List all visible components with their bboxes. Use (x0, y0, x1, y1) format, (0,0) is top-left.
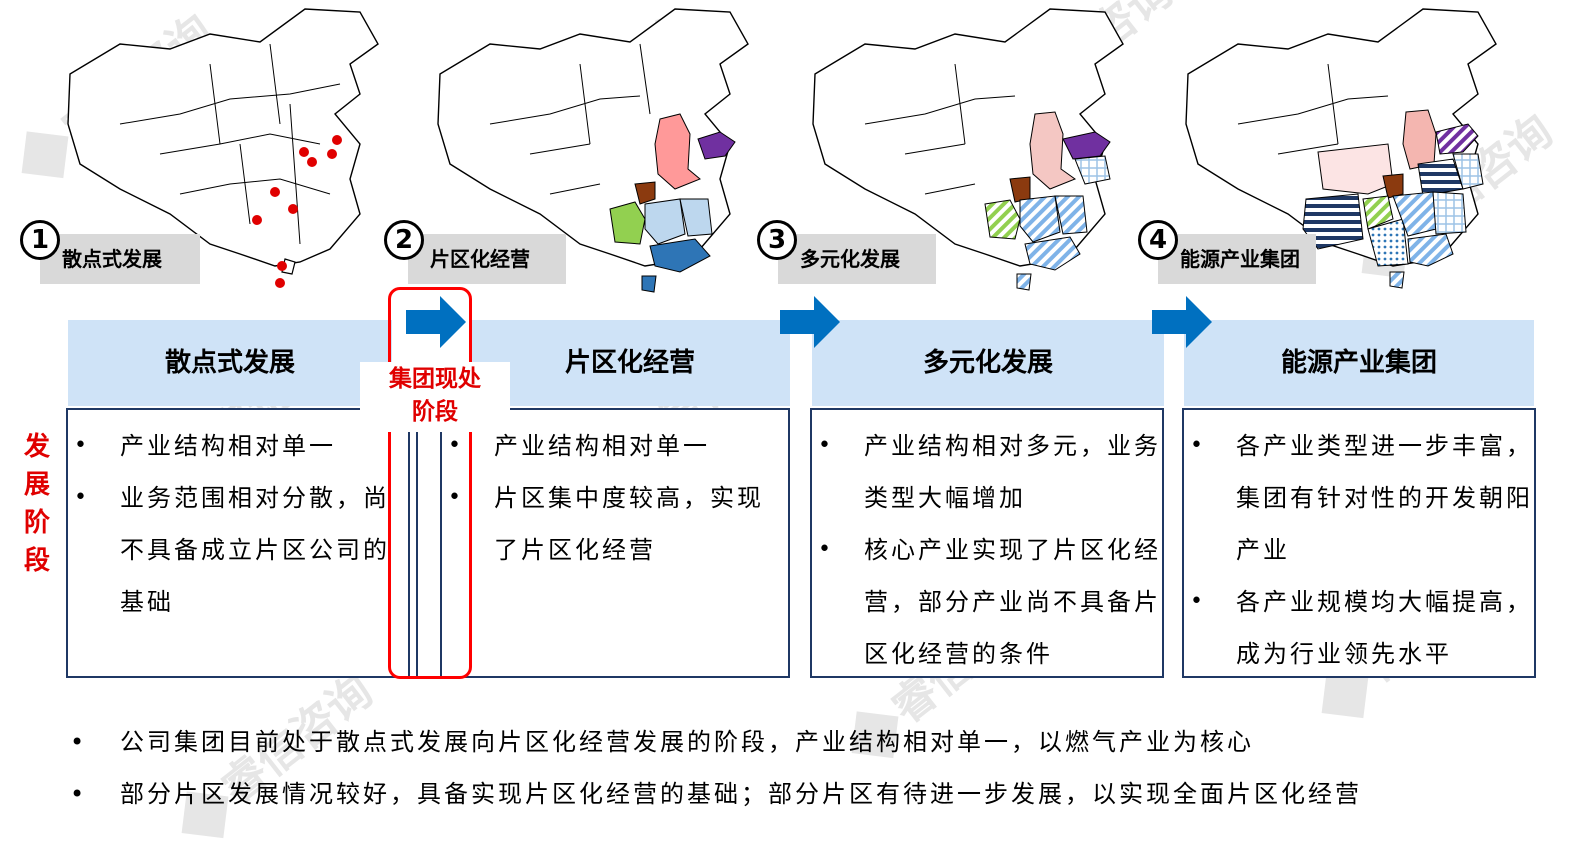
list-item: •各产业规模均大幅提高，成为行业领先水平 (1190, 588, 1533, 668)
summary-item: •公司集团目前处于散点式发展向片区化经营发展的阶段，产业结构相对单一，以燃气产业… (70, 728, 1254, 756)
stage-number-1: 1 (20, 220, 60, 260)
list-item: •核心产业实现了片区化经营，部分产业尚不具备片区化经营的条件 (818, 536, 1161, 668)
stage-header-2: 片区化经营 (470, 320, 790, 406)
map-dot (277, 261, 287, 271)
divider (416, 408, 418, 678)
list-item: •产业结构相对多元，业务类型大幅增加 (818, 432, 1161, 512)
map-dot (270, 187, 280, 197)
stage-map-label-4: 能源产业集团 (1158, 234, 1316, 284)
arrow-right-icon (1152, 296, 1212, 348)
stage-map-label-1: 散点式发展 (40, 234, 200, 284)
stage-number-3: 3 (757, 220, 797, 260)
map-dot (252, 215, 262, 225)
list-item: •业务范围相对分散，尚不具备成立片区公司的基础 (74, 484, 390, 616)
stage-number-4: 4 (1138, 220, 1178, 260)
arrow-right-icon (406, 296, 466, 348)
side-label: 发展阶段 (23, 432, 50, 576)
stage-map-label-2: 片区化经营 (408, 234, 566, 284)
china-map-stage-2 (437, 8, 749, 293)
china-map-stage-3 (812, 8, 1124, 291)
list-item: •各产业类型进一步丰富，集团有针对性的开发朝阳产业 (1190, 432, 1533, 564)
current-stage-highlight (388, 287, 472, 679)
stage-header-3: 多元化发展 (812, 320, 1164, 406)
summary-item: •部分片区发展情况较好，具备实现片区化经营的基础；部分片区有待进一步发展，以实现… (70, 780, 1362, 808)
stage-header-1: 散点式发展 (68, 320, 392, 406)
map-dot (327, 149, 337, 159)
list-item: •产业结构相对单一 (74, 432, 336, 460)
stage-header-4: 能源产业集团 (1184, 320, 1534, 406)
map-dot (307, 157, 317, 167)
stage-content-box-2: •产业结构相对单一 •片区集中度较高，实现了片区化经营 (440, 408, 790, 678)
list-item: •片区集中度较高，实现了片区化经营 (448, 484, 764, 564)
stage-content-box-3: •产业结构相对多元，业务类型大幅增加 •核心产业实现了片区化经营，部分产业尚不具… (810, 408, 1164, 678)
stage-number-2: 2 (384, 220, 424, 260)
stage-map-label-3: 多元化发展 (778, 234, 936, 284)
china-map-stage-1 (67, 8, 379, 288)
stage-content-box-4: •各产业类型进一步丰富，集团有针对性的开发朝阳产业 •各产业规模均大幅提高，成为… (1182, 408, 1536, 678)
arrow-right-icon (780, 296, 840, 348)
stage-content-box-1: •产业结构相对单一 •业务范围相对分散，尚不具备成立片区公司的基础 (66, 408, 410, 678)
map-dot (275, 278, 285, 288)
china-map-stage-4 (1185, 8, 1497, 289)
map-dot (288, 204, 298, 214)
map-dot (332, 135, 342, 145)
divider (440, 408, 442, 678)
current-stage-callout: 集团现处阶段 (360, 362, 510, 432)
map-dot (299, 147, 309, 157)
